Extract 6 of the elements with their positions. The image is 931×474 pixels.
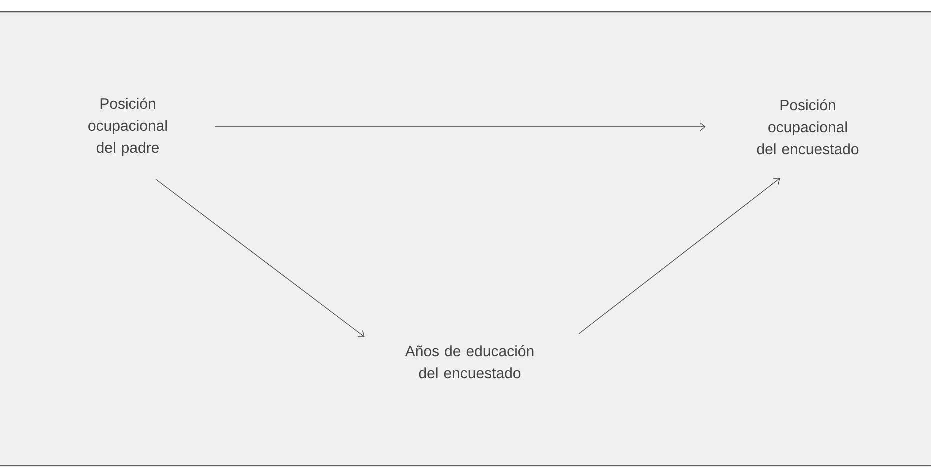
arrow [156, 179, 365, 338]
node-label: Años de educación del encuestado [405, 345, 534, 379]
arrow [214, 122, 706, 132]
node-label: Posición ocupacional del padre [88, 98, 167, 156]
arrow [578, 178, 780, 334]
node-label: Posición ocupacional del encuestado [757, 99, 859, 155]
